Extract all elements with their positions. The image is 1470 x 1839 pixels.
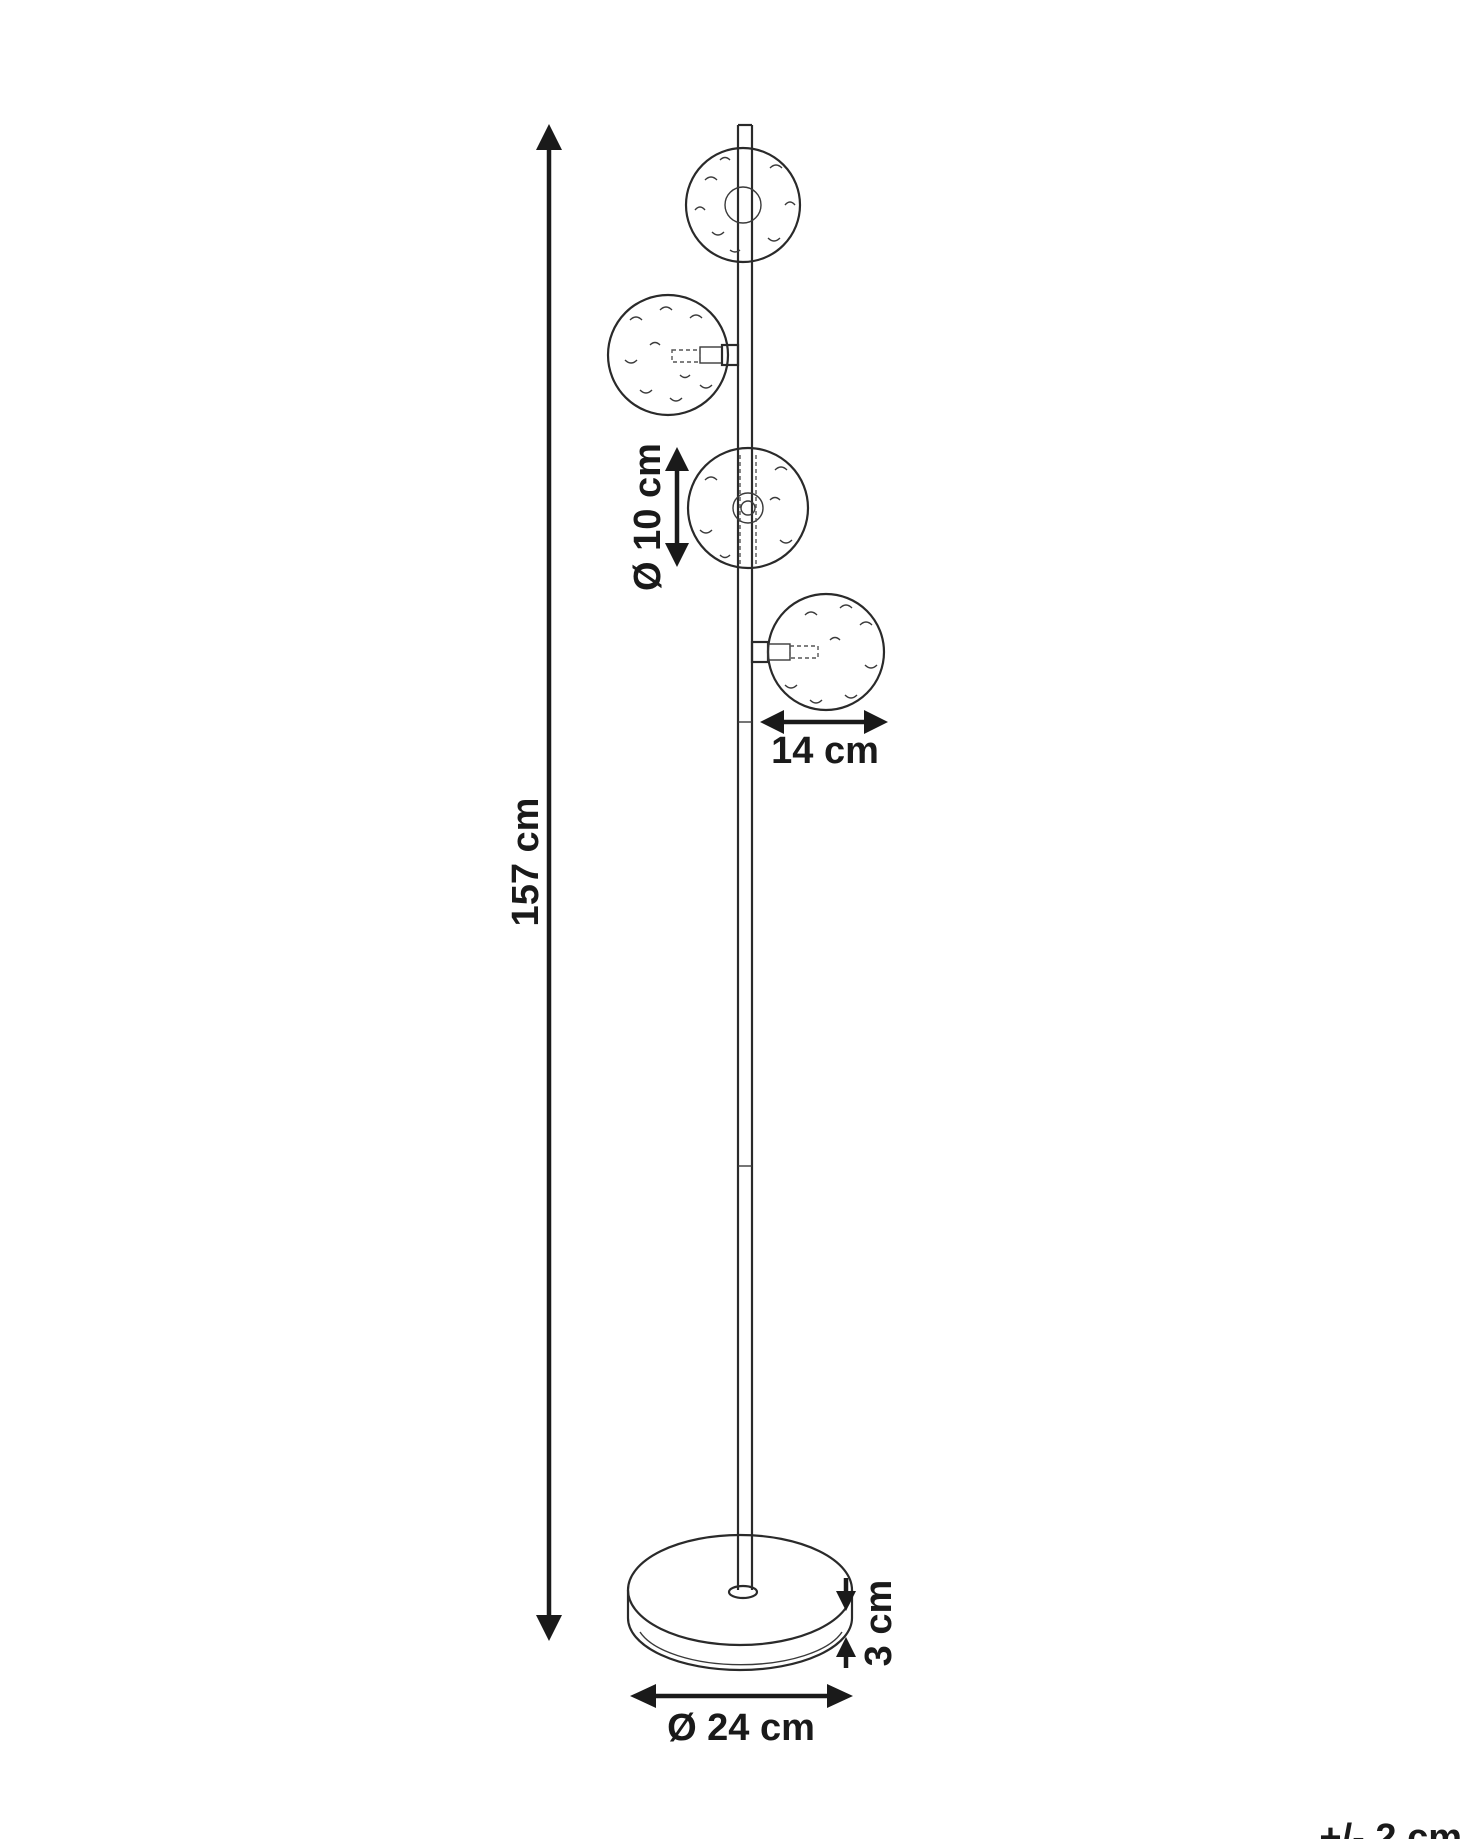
globe-middle — [686, 446, 810, 570]
base-diameter-label: Ø 24 cm — [667, 1707, 815, 1749]
globe-diameter-label: Ø 10 cm — [627, 443, 669, 591]
base-diameter-dimension — [630, 1684, 853, 1708]
arm-length-dimension — [760, 710, 888, 734]
tolerance-note: +/- 2 cm — [1319, 1817, 1462, 1839]
lamp-base — [626, 1533, 854, 1672]
globe-right — [750, 592, 886, 712]
globe-top — [684, 146, 802, 264]
globe-diameter-dimension — [665, 447, 689, 567]
globe-left — [606, 293, 740, 417]
height-dimension — [536, 124, 562, 1641]
height-label: 157 cm — [505, 798, 547, 927]
base-height-dimension — [836, 1578, 856, 1668]
lamp-pole — [736, 123, 754, 1590]
arm-length-label: 14 cm — [771, 730, 879, 772]
base-height-label: 3 cm — [858, 1580, 900, 1667]
